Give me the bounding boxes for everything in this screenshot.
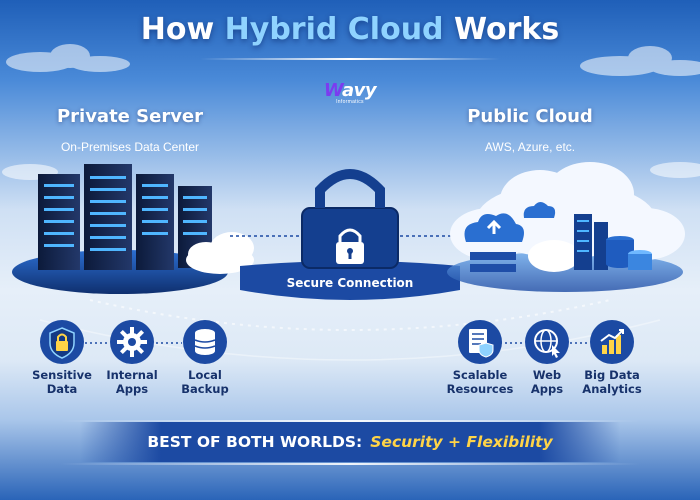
server-shield-icon (457, 319, 503, 365)
lock-shield-icon (39, 319, 85, 365)
title-highlight: Hybrid Cloud (224, 12, 444, 47)
banner-bottom-rule (60, 463, 640, 465)
private-server-subtitle: On-Premises Data Center (60, 140, 200, 154)
public-items-connector (500, 342, 590, 344)
globe-cursor-icon (524, 319, 570, 365)
scalable-resources-label: Scalable Resources (446, 368, 514, 396)
summary-banner: BEST OF BOTH WORLDS: Security + Flexibil… (80, 422, 620, 462)
padlock-icon (322, 222, 378, 268)
web-apps-label: Web Apps (530, 368, 564, 396)
internal-apps-label: Internal Apps (106, 368, 158, 396)
secure-connection-graphic (230, 169, 470, 300)
public-cloud-illustration (447, 162, 685, 292)
local-backup-label: Local Backup (181, 368, 229, 396)
banner-top-rule (60, 420, 640, 422)
banner-tagline: Security + Flexibility (370, 433, 553, 451)
title-start: How (140, 12, 225, 47)
public-cloud-subtitle: AWS, Azure, etc. (484, 140, 576, 154)
logo-subtitle: Informatics (336, 99, 364, 105)
server-rack-illustration (12, 164, 254, 294)
big-data-analytics-label: Big Data Analytics (582, 368, 642, 396)
banner-title: BEST OF BOTH WORLDS: (147, 433, 363, 451)
bar-chart-icon (589, 319, 635, 365)
title-end: Works (443, 12, 560, 47)
private-server-title: Private Server (56, 106, 204, 127)
page-title: How Hybrid Cloud Works (0, 12, 700, 47)
title-underline (200, 58, 500, 60)
private-items-connector (80, 342, 182, 344)
brand-logo: Wavy Informatics (300, 80, 400, 105)
secure-connection-label: Secure Connection (286, 276, 414, 290)
public-cloud-title: Public Cloud (467, 106, 593, 127)
gear-icon (109, 319, 155, 365)
logo-wordmark: Wavy (323, 80, 377, 101)
sensitive-data-label: Sensitive Data (32, 368, 92, 396)
database-icon (182, 319, 228, 365)
